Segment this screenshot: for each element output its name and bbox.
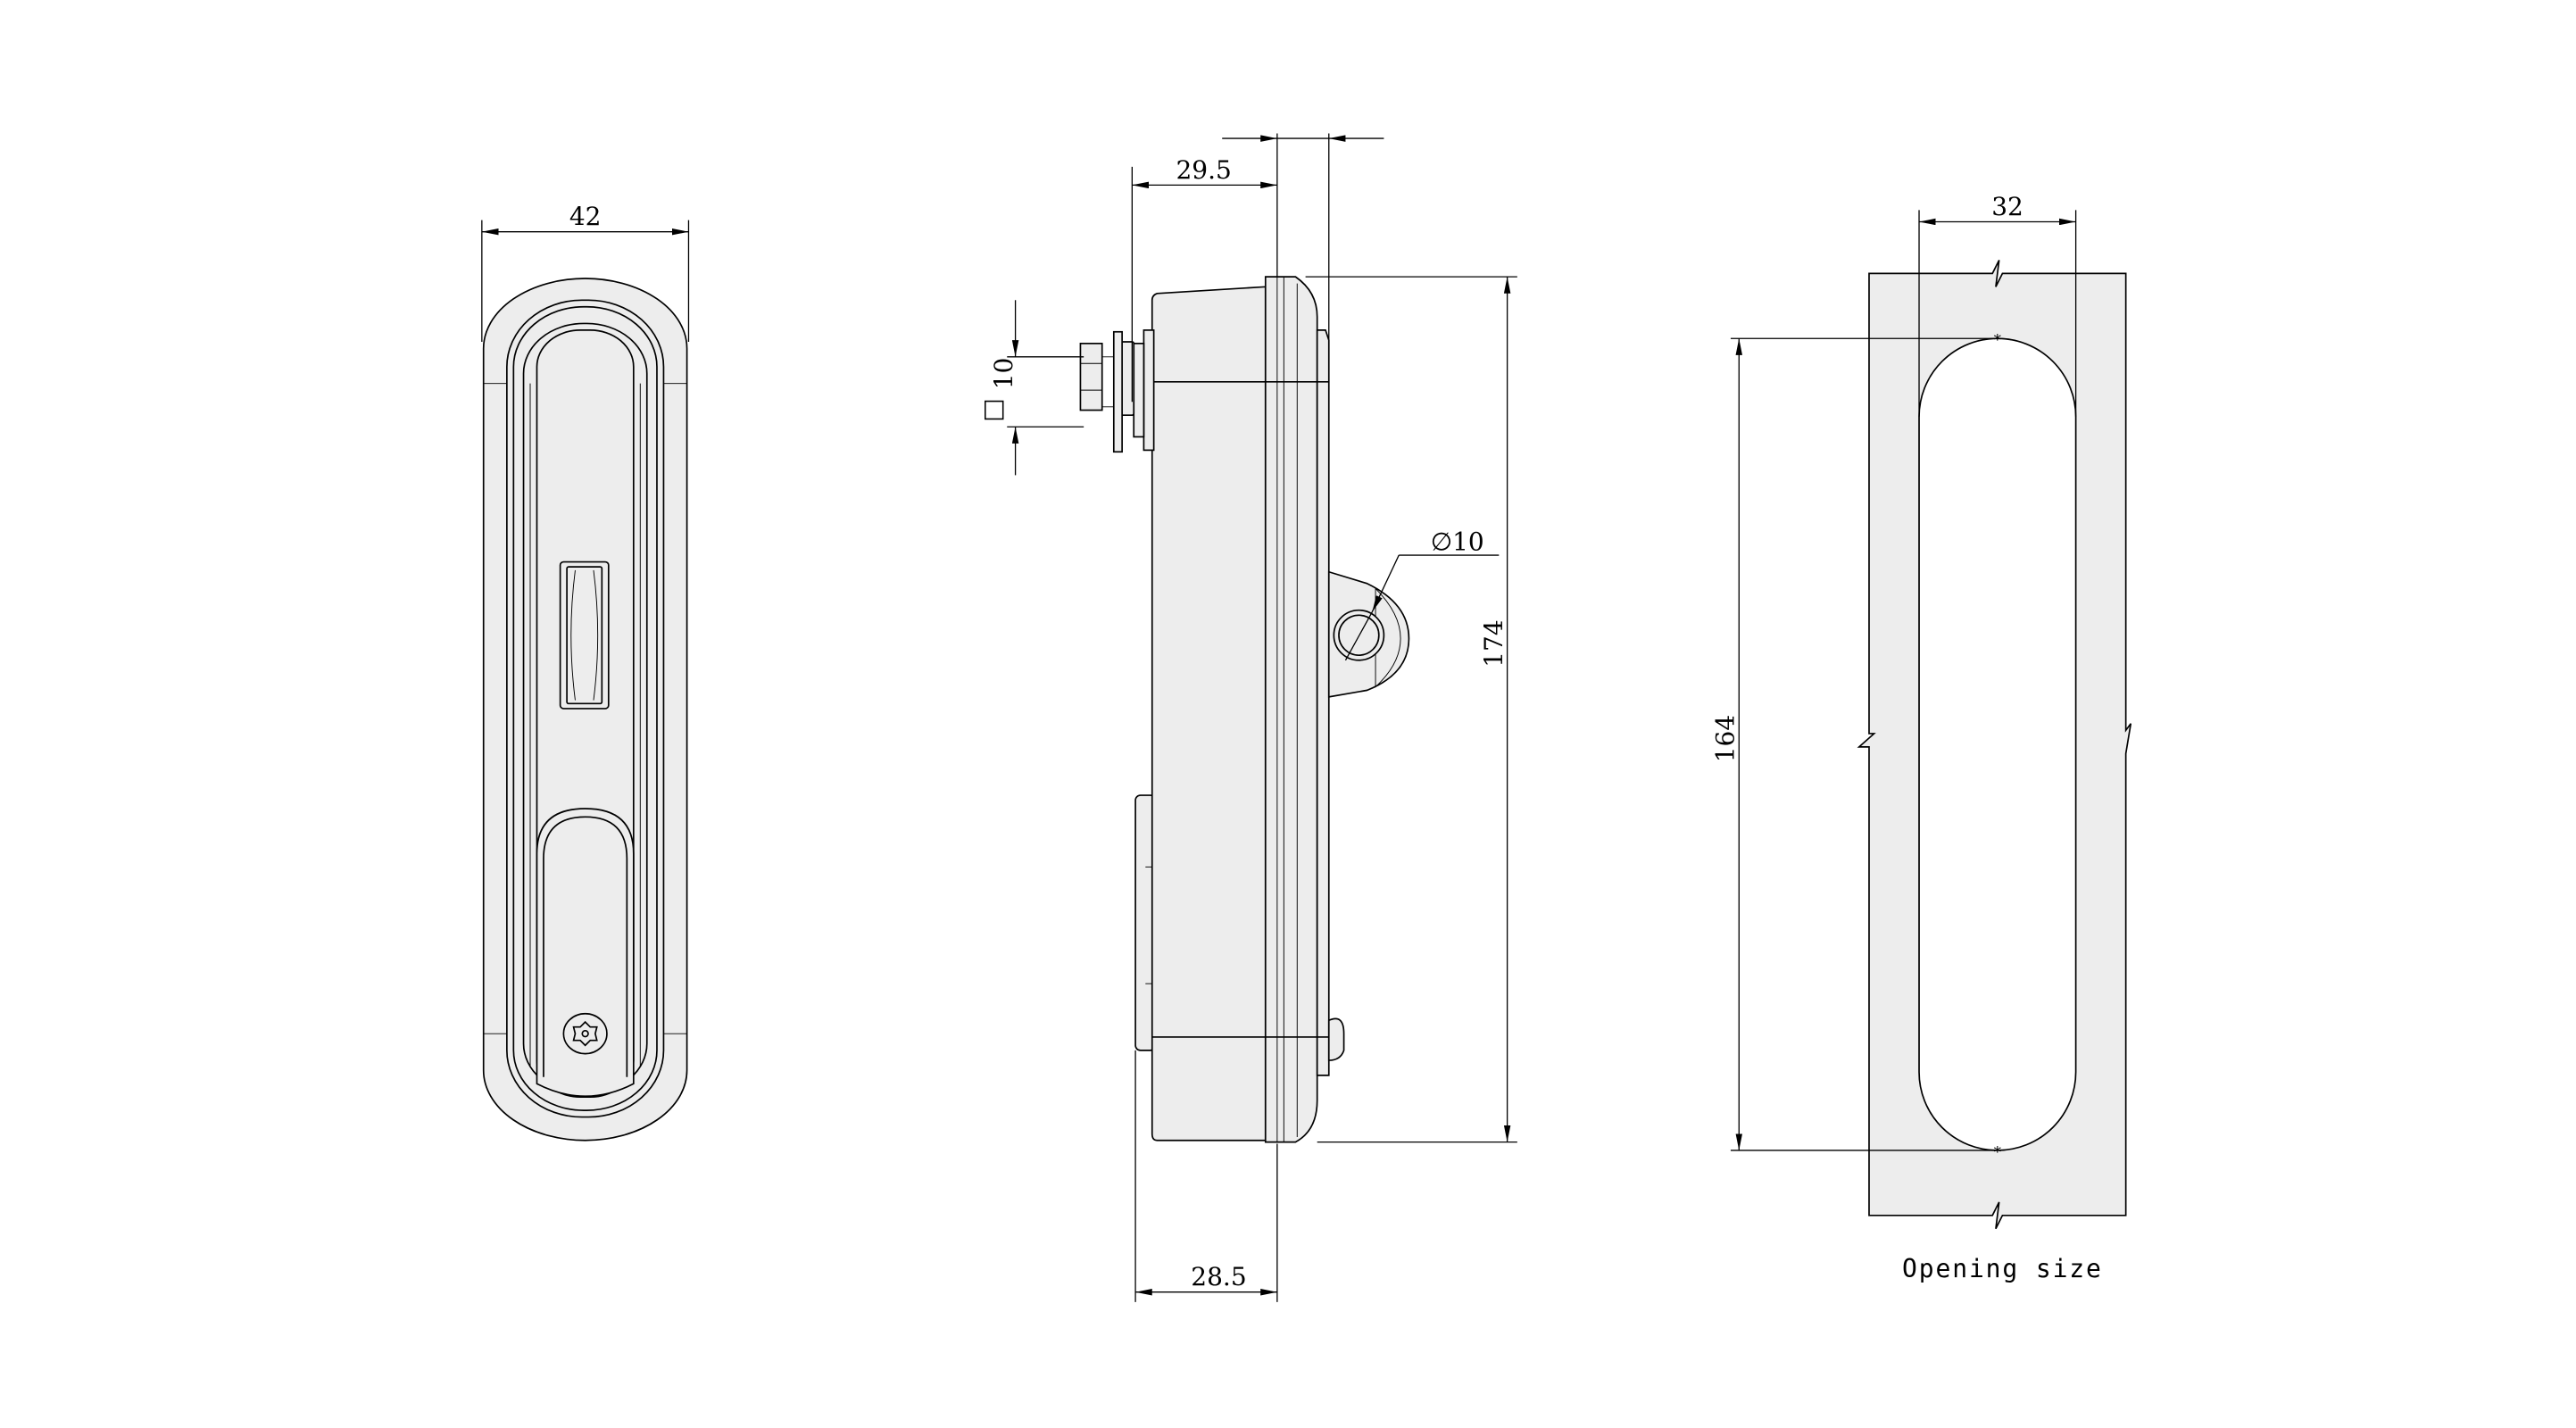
depth-bottom-label: 28.5 (1191, 1262, 1246, 1291)
bottom-bump (1327, 1017, 1345, 1061)
side-flange (1264, 276, 1318, 1143)
opening-slot (1918, 337, 2077, 1151)
torx-head-icon (572, 1020, 598, 1047)
opening-size-caption: Opening size (1902, 1254, 2103, 1283)
square-symbol: □ (977, 398, 1007, 421)
svg-text:*: * (1994, 1142, 2002, 1160)
handle-lower-cap (536, 808, 635, 1097)
front-view: 42 (481, 202, 690, 1142)
dimension-width-label: 42 (569, 202, 602, 231)
depth-top-label: 29.5 (1176, 155, 1231, 185)
opening-width-label: 32 (1991, 192, 2023, 221)
height-label: 174 (1479, 619, 1508, 667)
square-size-label: 10 (989, 358, 1018, 390)
cam-diameter-label: ∅10 (1431, 527, 1484, 556)
latch-window (559, 560, 610, 710)
svg-text:*: * (1994, 331, 2002, 349)
opening-view: * * 32 164 Opening size (1711, 192, 2132, 1283)
side-tab (1316, 329, 1330, 1076)
opening-height-label: 164 (1711, 715, 1741, 762)
hex-nut (1079, 343, 1103, 411)
side-body (1151, 286, 1267, 1142)
side-view: 10 □ 29.5 28.5 174 ∅10 (977, 133, 1517, 1302)
screw-icon (562, 1012, 608, 1055)
